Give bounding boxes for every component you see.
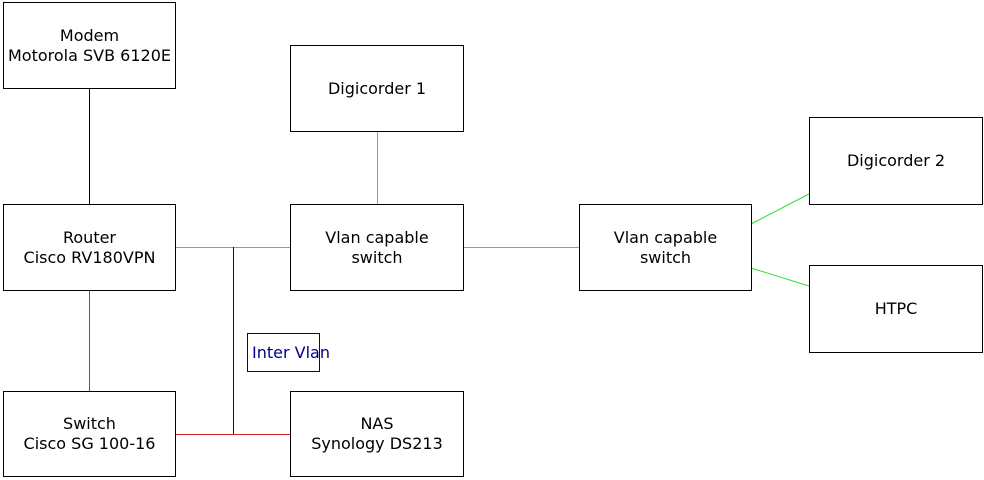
switch-node: Switch Cisco SG 100-16 bbox=[3, 391, 176, 477]
vlan-switch-1-node: Vlan capable switch bbox=[290, 204, 464, 291]
vlan-switch-2-line2: switch bbox=[639, 247, 692, 267]
router-title: Router bbox=[62, 227, 117, 247]
vlan-switch-2-node: Vlan capable switch bbox=[579, 204, 752, 291]
vlan-switch-htpc-link bbox=[750, 267, 810, 287]
modem-node: Modem Motorola SVB 6120E bbox=[3, 2, 176, 89]
nas-node: NAS Synology DS213 bbox=[290, 391, 464, 477]
switch-title: Switch bbox=[63, 414, 116, 433]
vlan-switch-digicorder2-link bbox=[750, 193, 810, 225]
vlan-switch-2-line1: Vlan capable bbox=[613, 227, 718, 247]
router-model: Cisco RV180VPN bbox=[23, 247, 156, 267]
digicorder1-title: Digicorder 1 bbox=[327, 78, 427, 98]
nas-model: Synology DS213 bbox=[311, 434, 443, 453]
digicorder2-node: Digicorder 2 bbox=[809, 117, 983, 205]
inter-vlan-label: Inter Vlan bbox=[247, 333, 330, 372]
modem-title: Modem bbox=[59, 25, 120, 45]
router-node: Router Cisco RV180VPN bbox=[3, 204, 176, 291]
htpc-title: HTPC bbox=[874, 299, 918, 318]
vlan-switch-1-line2: switch bbox=[351, 247, 403, 267]
digicorder2-title: Digicorder 2 bbox=[846, 151, 946, 170]
nas-title: NAS bbox=[360, 414, 394, 433]
modem-model: Motorola SVB 6120E bbox=[8, 45, 171, 65]
vlan-switch-1-line1: Vlan capable bbox=[325, 227, 429, 247]
htpc-node: HTPC bbox=[809, 265, 983, 353]
digicorder1-node: Digicorder 1 bbox=[290, 45, 464, 132]
switch-model: Cisco SG 100-16 bbox=[23, 434, 156, 453]
